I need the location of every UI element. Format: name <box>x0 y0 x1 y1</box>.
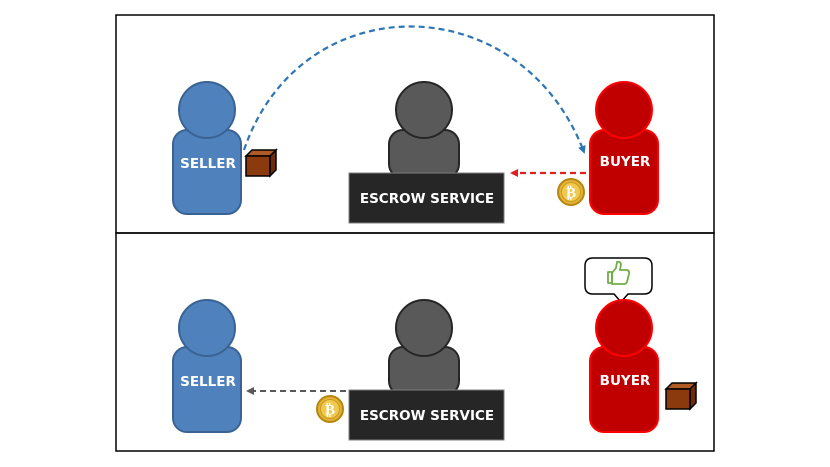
package-box-icon <box>664 381 698 411</box>
bitcoin-symbol: ₿ <box>325 401 335 419</box>
seller-label: SELLER <box>180 374 236 390</box>
escrow-agent-figure <box>388 299 460 396</box>
thumbs-up-icon <box>607 260 631 285</box>
speech-bubble <box>584 257 653 304</box>
goods-transfer-arrow <box>242 25 586 154</box>
escrow-agent-figure <box>388 81 460 179</box>
bitcoin-symbol: ₿ <box>566 184 576 202</box>
escrow-service-box <box>348 389 505 441</box>
panel-bottom-frame <box>115 232 715 452</box>
escrow-service-label: ESCROW SERVICE <box>360 191 494 207</box>
seller-figure <box>172 299 242 433</box>
bitcoin-coin-icon <box>557 178 585 206</box>
package-box-icon <box>244 148 278 178</box>
seller-label: SELLER <box>180 156 236 172</box>
buyer-figure <box>589 299 659 433</box>
seller-figure <box>172 81 242 215</box>
escrow-service-box <box>348 172 505 224</box>
bitcoin-coin-icon <box>316 395 344 423</box>
buyer-label: BUYER <box>600 154 651 170</box>
escrow-service-label: ESCROW SERVICE <box>360 408 494 424</box>
buyer-label: BUYER <box>600 373 651 389</box>
buyer-figure <box>589 81 659 215</box>
